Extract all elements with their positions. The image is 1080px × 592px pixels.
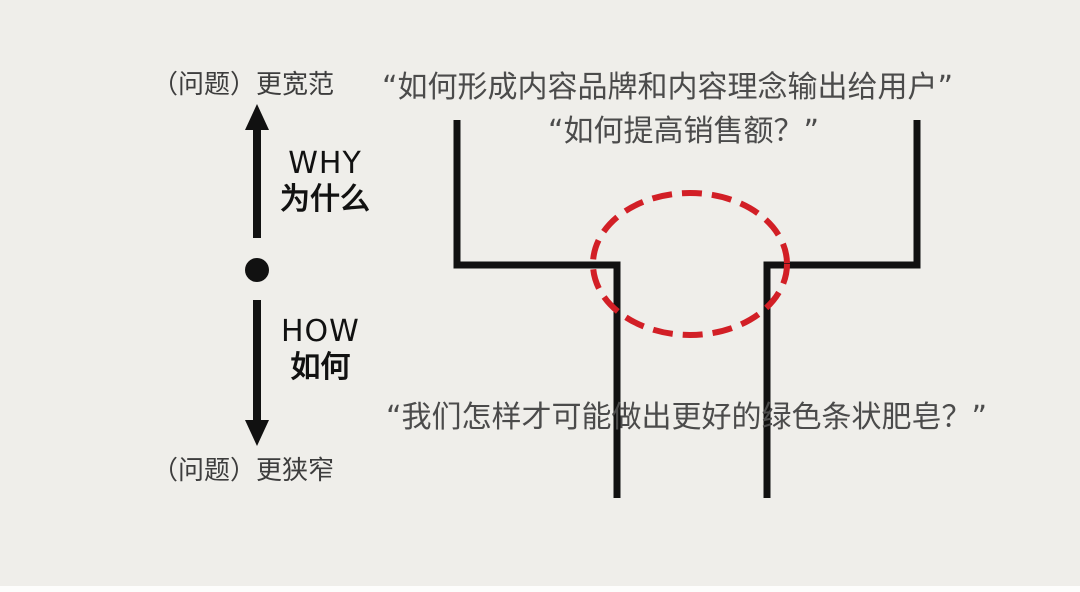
why-label-en: WHY <box>288 146 362 181</box>
up-arrow-icon <box>245 104 269 238</box>
how-label-zh: 如何 <box>290 350 351 385</box>
broader-scope-label: （问题）更宽范 <box>152 70 335 100</box>
middle-question: “如何提高销售额？” <box>548 114 820 149</box>
center-dot <box>245 258 269 282</box>
focus-ellipse <box>590 190 790 338</box>
why-label-zh: 为什么 <box>280 182 370 217</box>
narrow-question: “我们怎样才可能做出更好的绿色条状肥皂？” <box>386 400 988 435</box>
funnel-outline <box>453 120 921 498</box>
narrower-scope-label: （问题）更狭窄 <box>152 456 335 486</box>
down-arrow-icon <box>245 300 269 446</box>
why-label: WHY 为什么 <box>280 146 370 218</box>
broad-question: “如何形成内容品牌和内容理念输出给用户” <box>382 70 954 105</box>
how-label-en: HOW <box>281 314 360 349</box>
how-label: HOW 如何 <box>281 314 360 386</box>
